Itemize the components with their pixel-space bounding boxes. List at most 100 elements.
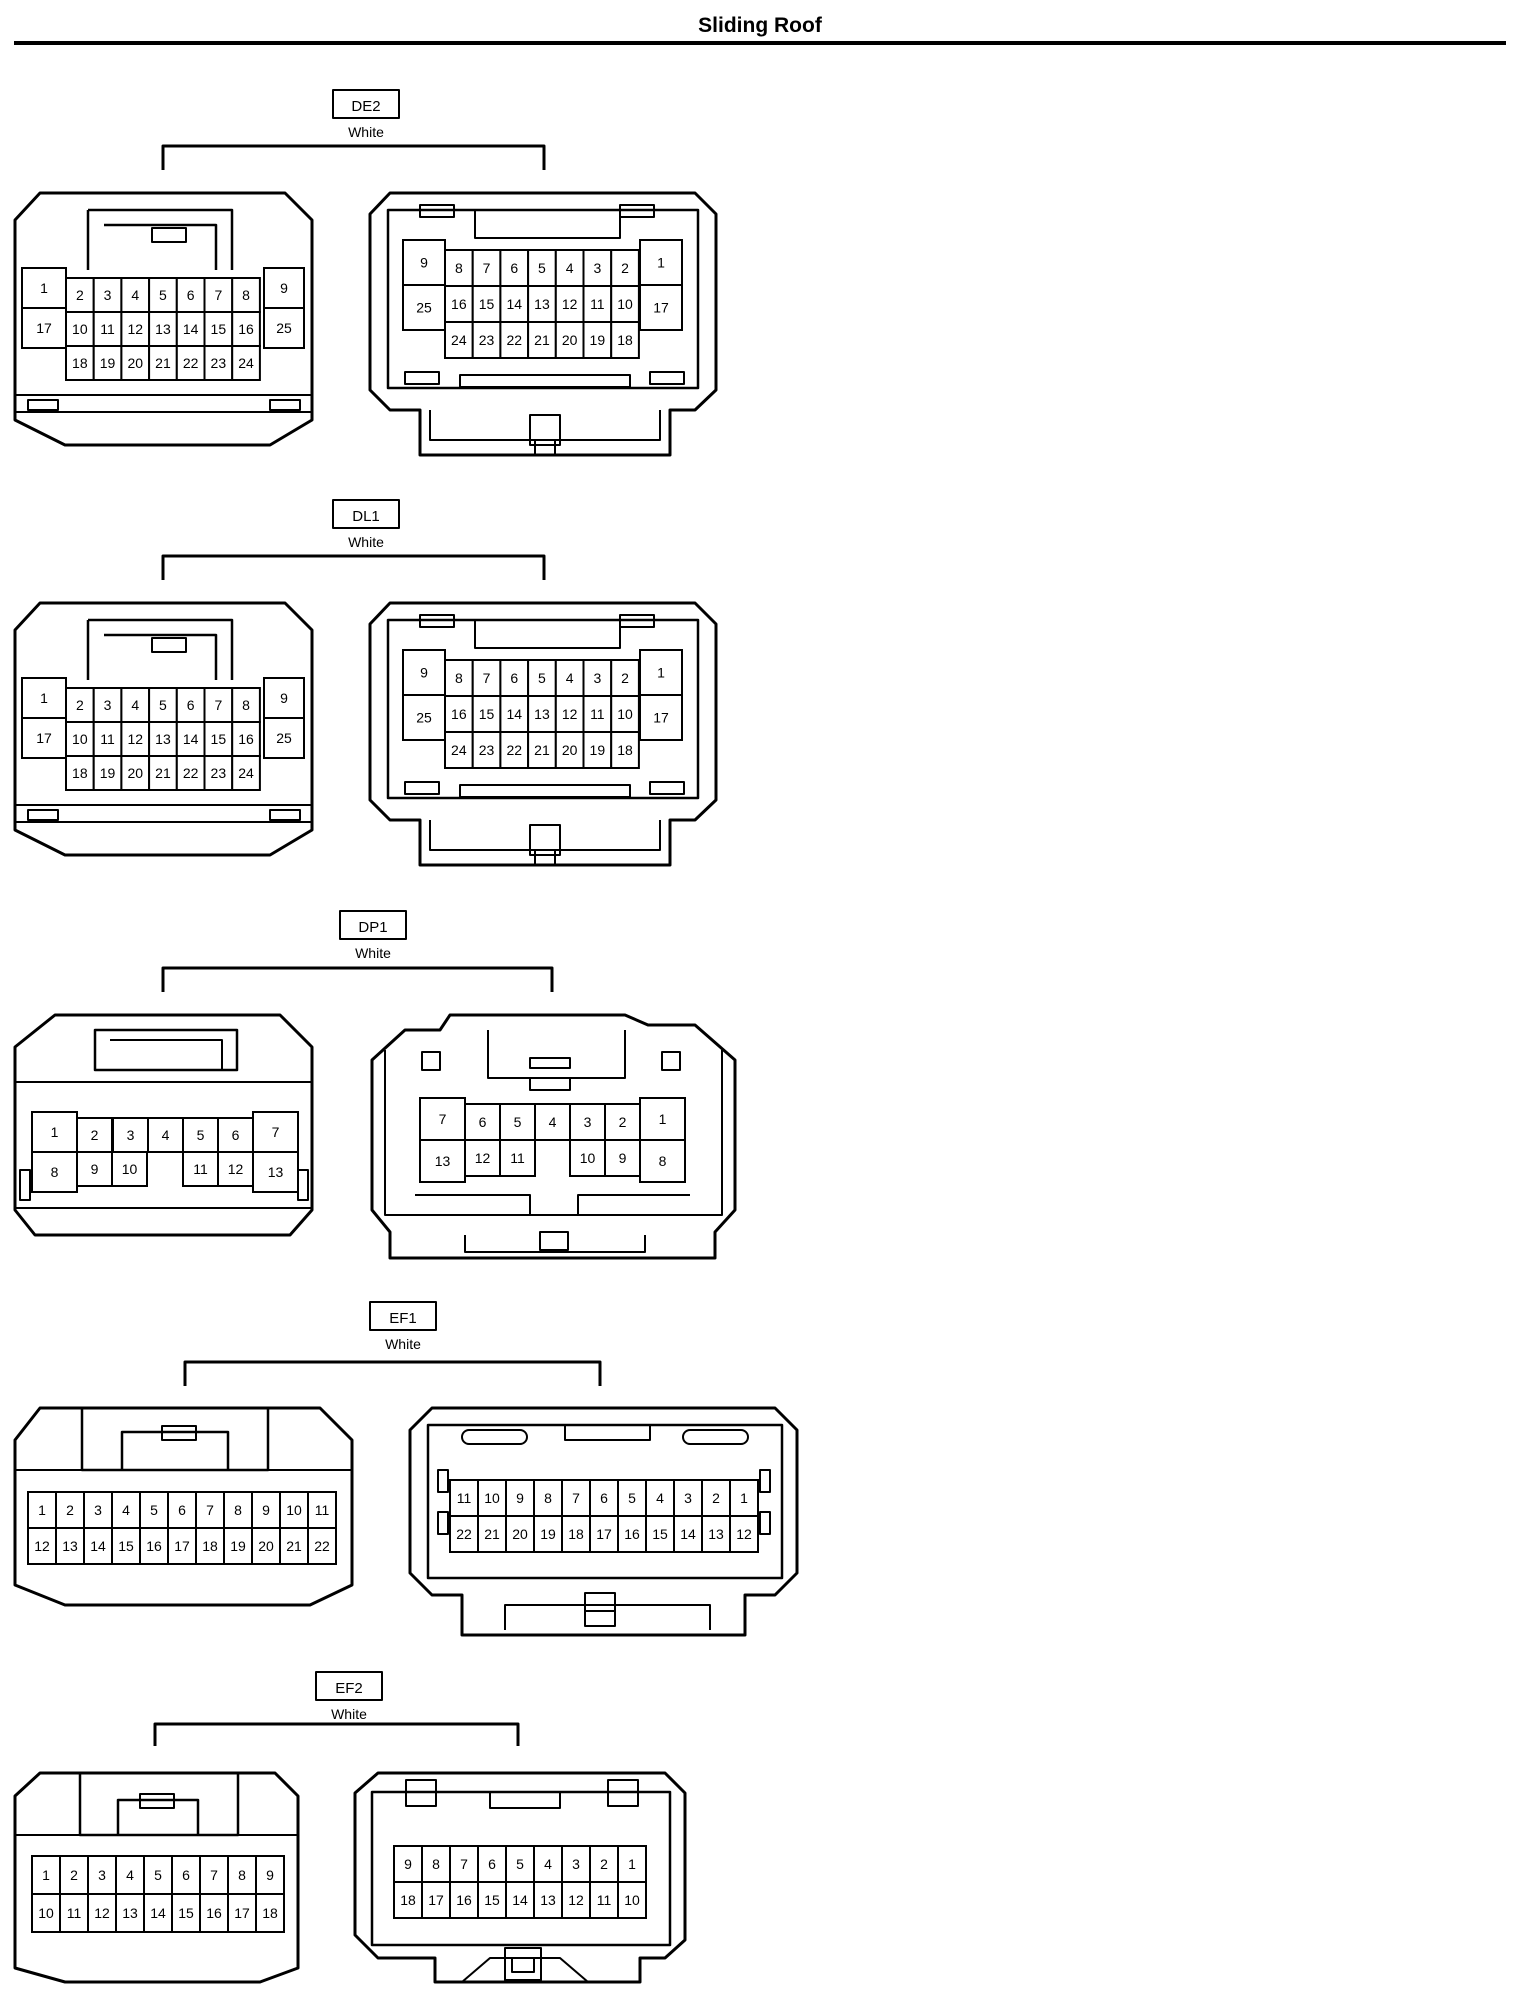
pin-cell: [231, 687, 261, 723]
pin-number: 1: [657, 255, 665, 271]
pin-cell: [175, 277, 206, 313]
pin-cell: [464, 1139, 501, 1177]
pin-number: 2: [76, 287, 84, 303]
pin-number: 4: [544, 1856, 552, 1872]
pin-cell: [231, 277, 261, 313]
pin-number: 13: [534, 296, 550, 312]
pin-number: 1: [40, 280, 48, 296]
pin-number: 5: [538, 670, 546, 686]
title-rule: [14, 41, 1506, 45]
connector-group-ef2: [13, 1671, 687, 1984]
connector-color: White: [348, 534, 384, 550]
pin-number: 17: [174, 1538, 190, 1554]
pin-cell: [477, 1881, 507, 1919]
pin-number: 15: [178, 1905, 194, 1921]
pin-number: 21: [534, 332, 550, 348]
pin-number: 5: [159, 697, 167, 713]
pin-number: 16: [451, 296, 467, 312]
pin-number: 18: [400, 1892, 416, 1908]
pin-number: 6: [187, 287, 195, 303]
pin-number: 3: [104, 287, 112, 303]
pin-number: 23: [211, 355, 227, 371]
pin-cell: [255, 1855, 285, 1895]
pin-cell: [604, 1103, 641, 1141]
pin-cell: [143, 1893, 173, 1933]
pin-number: 11: [590, 296, 605, 312]
pin-number: 11: [67, 1905, 82, 1921]
pin-cell: [449, 1479, 479, 1517]
pin-cell: [402, 694, 446, 741]
pin-number: 18: [72, 355, 88, 371]
pin-number: 5: [514, 1114, 522, 1130]
connector-body-left: [13, 1013, 314, 1237]
pin-number: 20: [127, 355, 143, 371]
pin-number: 16: [456, 1892, 472, 1908]
page-title: Sliding Roof: [698, 14, 822, 37]
pin-number: 23: [211, 765, 227, 781]
pin-number: 10: [286, 1502, 302, 1518]
pin-cell: [148, 345, 178, 381]
pin-cell: [120, 721, 151, 757]
pin-number: 7: [483, 670, 491, 686]
pin-number: 15: [211, 731, 227, 747]
pin-number: 21: [534, 742, 550, 758]
pin-number: 8: [455, 670, 463, 686]
pin-number: 22: [456, 1526, 472, 1542]
pin-number: 9: [266, 1867, 274, 1883]
pin-number: 20: [562, 332, 578, 348]
pin-number: 11: [590, 706, 605, 722]
pin-number: 5: [197, 1127, 205, 1143]
pin-number: 2: [712, 1490, 720, 1506]
pin-number: 14: [506, 296, 522, 312]
pin-number: 13: [155, 731, 171, 747]
pin-cell: [167, 1527, 197, 1565]
pin-cell: [554, 731, 585, 769]
pin-cell: [471, 659, 502, 697]
pin-cell: [21, 717, 67, 759]
pin-number: 13: [435, 1153, 451, 1169]
pin-cell: [195, 1527, 225, 1565]
pin-number: 22: [183, 355, 199, 371]
pin-number: 3: [127, 1127, 135, 1143]
pin-number: 14: [183, 321, 199, 337]
pin-number: 16: [238, 321, 254, 337]
pin-number: 10: [617, 706, 633, 722]
pin-cell: [393, 1845, 423, 1883]
pin-cell: [533, 1881, 563, 1919]
pin-number: 4: [131, 287, 139, 303]
pin-cell: [252, 1151, 299, 1193]
pin-number: 22: [314, 1538, 330, 1554]
pin-number: 9: [404, 1856, 412, 1872]
pin-number: 2: [76, 697, 84, 713]
pin-number: 6: [232, 1127, 240, 1143]
pin-number: 13: [155, 321, 171, 337]
pin-number: 16: [146, 1538, 162, 1554]
pin-number: 12: [127, 321, 143, 337]
connector-body-right: [408, 1406, 799, 1637]
pin-cell: [701, 1515, 731, 1553]
pin-cell: [59, 1855, 89, 1895]
connector-body-right: [368, 601, 718, 867]
pin-cell: [527, 659, 557, 697]
pin-cell: [87, 1855, 117, 1895]
pin-number: 10: [580, 1150, 596, 1166]
pin-number: 4: [566, 670, 574, 686]
pin-cell: [561, 1515, 591, 1553]
pin-number: 20: [562, 742, 578, 758]
pin-cell: [499, 285, 530, 323]
pin-number: 7: [214, 287, 222, 303]
pin-number: 12: [562, 296, 578, 312]
pin-cell: [227, 1893, 257, 1933]
connector-pair-bracket: [161, 554, 546, 580]
pin-number: 15: [479, 296, 495, 312]
connector-body-left: [13, 601, 314, 857]
pin-number: 3: [684, 1490, 692, 1506]
pin-number: 24: [451, 742, 467, 758]
pin-cell: [231, 721, 261, 757]
pin-cell: [561, 1881, 591, 1919]
pin-cell: [217, 1151, 254, 1187]
pin-cell: [223, 1491, 253, 1529]
pin-cell: [307, 1527, 337, 1565]
pin-number: 2: [621, 260, 629, 276]
